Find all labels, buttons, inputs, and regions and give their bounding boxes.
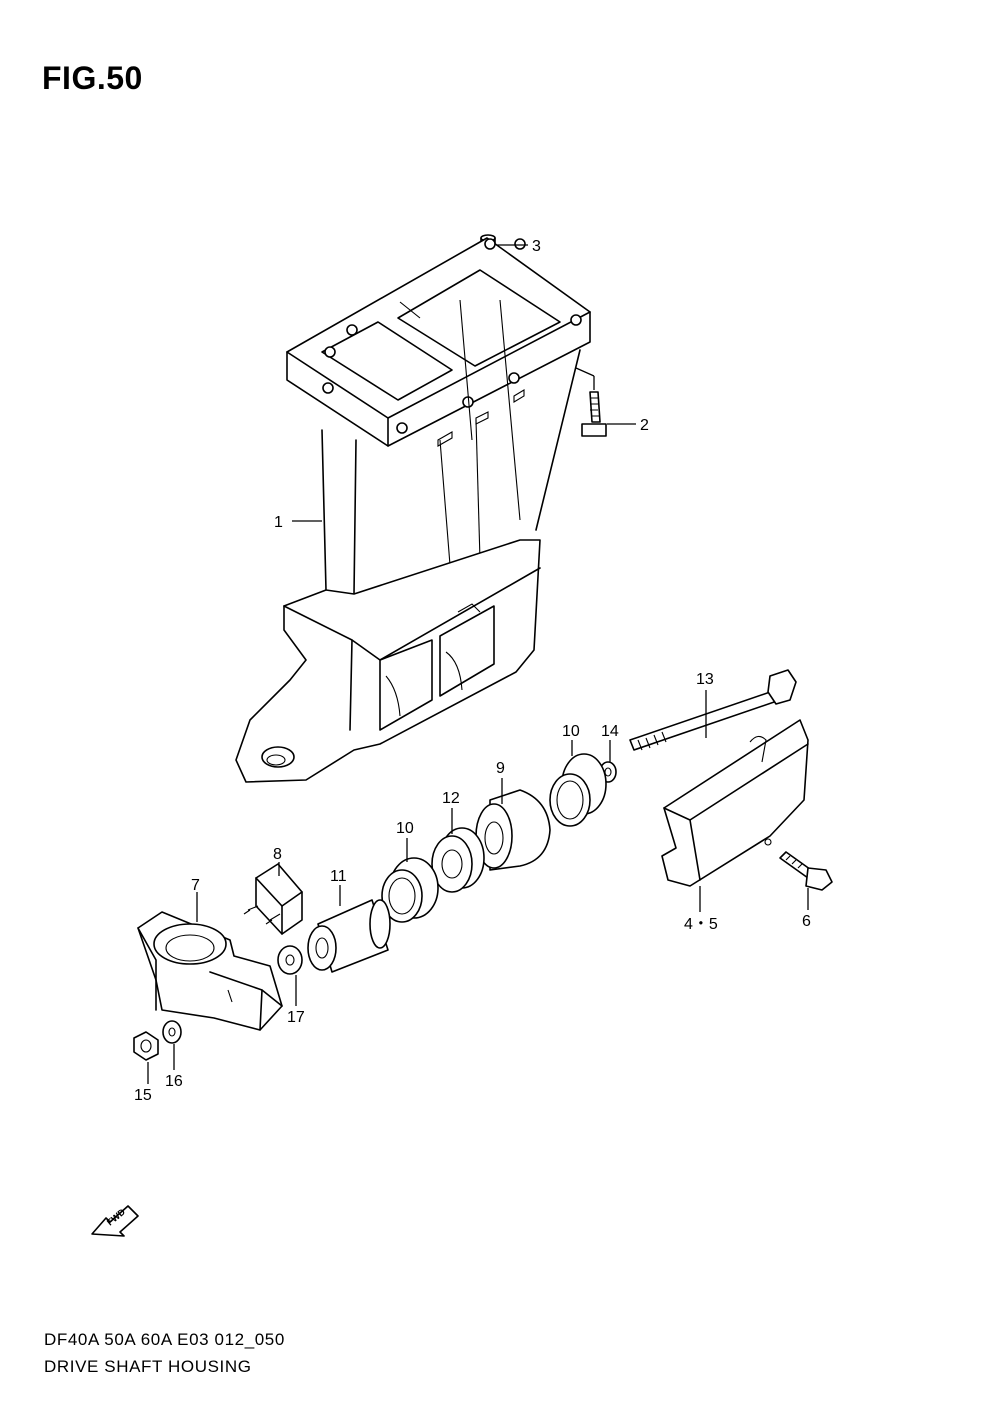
part-4-5-lower-mount-cover bbox=[661, 719, 809, 887]
callout-3: 3 bbox=[532, 238, 541, 255]
callout-11: 11 bbox=[330, 868, 347, 885]
part-16-washer bbox=[162, 1020, 182, 1044]
part-12-ring bbox=[431, 827, 485, 893]
part-9-rubber-mount bbox=[475, 789, 551, 871]
leader-lines bbox=[147, 244, 809, 1084]
callout-2: 2 bbox=[640, 417, 649, 434]
callout-13: 13 bbox=[696, 671, 714, 688]
callout-4-5: 4・5 bbox=[684, 916, 718, 933]
callout-8: 8 bbox=[273, 846, 282, 863]
part-15-nut bbox=[133, 1031, 159, 1061]
part-8-sensor bbox=[243, 863, 303, 935]
part-1-drive-shaft-housing bbox=[235, 237, 591, 783]
callout-9: 9 bbox=[496, 760, 505, 777]
callout-14: 14 bbox=[601, 723, 619, 740]
part-13-long-bolt bbox=[629, 669, 797, 751]
part-2-bolt bbox=[581, 391, 607, 437]
callout-6: 6 bbox=[802, 913, 811, 930]
part-11-sleeve bbox=[307, 899, 391, 973]
part-10-upper-bushing bbox=[549, 753, 607, 827]
figure-name: DRIVE SHAFT HOUSING bbox=[44, 1357, 252, 1376]
figure-code: DF40A 50A 60A E03 012_050 bbox=[44, 1330, 285, 1349]
part-10-lower-bushing bbox=[381, 857, 439, 923]
callout-10-lower: 10 bbox=[396, 820, 414, 837]
callout-12: 12 bbox=[442, 790, 460, 807]
callout-7: 7 bbox=[191, 877, 200, 894]
callout-10-upper: 10 bbox=[562, 723, 580, 740]
callout-15: 15 bbox=[134, 1087, 152, 1104]
callout-17: 17 bbox=[287, 1009, 305, 1026]
callout-1: 1 bbox=[274, 514, 283, 531]
callout-16: 16 bbox=[165, 1073, 183, 1090]
part-17-washer bbox=[277, 945, 303, 975]
part-7-mount-bracket bbox=[137, 911, 283, 1031]
part-6-bolt bbox=[779, 851, 833, 891]
fwd-arrow-icon: FWD bbox=[91, 1205, 139, 1237]
figure-title: FIG.50 bbox=[42, 60, 143, 96]
